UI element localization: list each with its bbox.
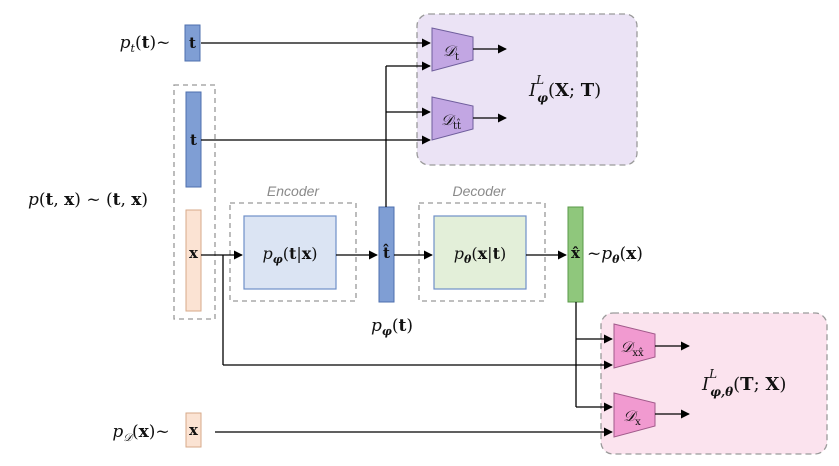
vector-x-joint: [185, 209, 202, 312]
discriminator-dx-label: 𝒟x: [623, 407, 641, 428]
encoder-box: [243, 215, 337, 290]
discriminator-dt-label: 𝒟t: [443, 42, 459, 63]
decoder-container: [418, 202, 546, 302]
discriminator-dtt-label: 𝒟tt̂: [441, 111, 461, 132]
vector-x-data: [185, 412, 202, 448]
discriminator-dt: [431, 27, 474, 72]
connectors: [201, 38, 690, 437]
discriminator-dxx: [613, 323, 656, 369]
vector-t-joint-label: t: [190, 131, 197, 149]
vector-x-joint-label: x: [189, 244, 199, 262]
discriminator-dtt: [431, 96, 474, 141]
decoder-box: [433, 215, 527, 290]
p-phi-t-label: pφ(t): [371, 316, 413, 338]
encoder-container: [229, 202, 357, 302]
vector-x-hat-label: x̂: [571, 244, 581, 262]
pjoint-label: p(t, x) ~ (t, x): [28, 190, 148, 210]
discriminator-dxx-label: 𝒟xx̂: [620, 338, 644, 359]
vector-t-top-label: t: [189, 34, 196, 52]
vector-x-data-label: x: [189, 421, 199, 439]
lower-objective-panel: [600, 312, 828, 455]
discriminator-dx: [613, 392, 656, 438]
pt-label: pt(t)~: [120, 33, 171, 55]
joint-sample-container: [173, 84, 216, 320]
p-theta-x-label: ~pθ(x): [587, 244, 643, 266]
decoder-label: pθ(x|t): [454, 244, 506, 266]
vector-t-hat-label: t̂: [383, 243, 390, 262]
vector-t-top: [184, 24, 201, 62]
encoder-label: pφ(t|x): [262, 244, 317, 266]
pdata-label: p𝒟(x)~: [112, 422, 169, 444]
encoder-title: Encoder: [267, 183, 320, 199]
decoder-title: Decoder: [453, 183, 507, 199]
